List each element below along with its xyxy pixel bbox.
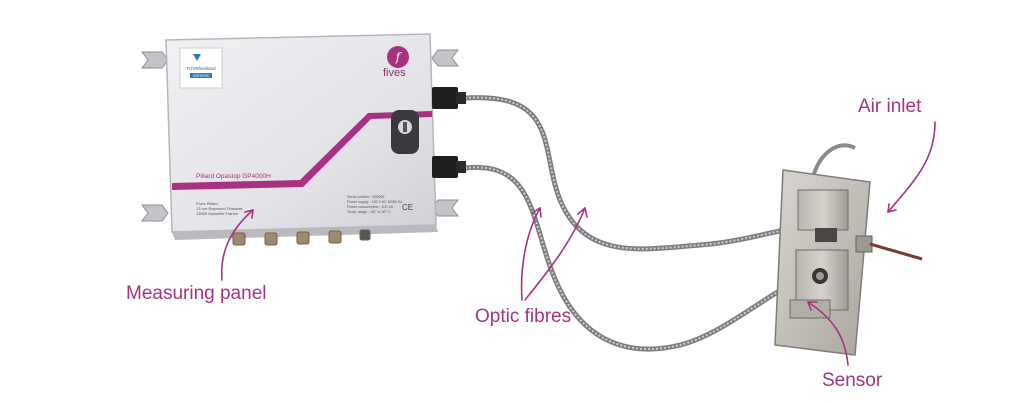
ce-mark: CE xyxy=(402,203,413,212)
air-inlet-pipe xyxy=(869,242,923,261)
cable-glands xyxy=(232,229,371,246)
tuv-label: TÜVRheinland xyxy=(186,65,216,71)
fibre-cable-lower xyxy=(462,164,798,352)
air-inlet-label: Air inlet xyxy=(858,96,922,117)
svg-text:f: f xyxy=(395,50,403,64)
air-inlet-arrow xyxy=(887,121,936,213)
measuring-panel-label: Measuring panel xyxy=(126,283,267,304)
fibre-connectors xyxy=(432,87,466,178)
key-switch xyxy=(391,110,419,154)
sensor-arrow xyxy=(807,301,849,366)
product-name: Pillard Opastop GP4000H xyxy=(196,173,271,180)
spec-plate: Serial number : 000000 Power supply : 23… xyxy=(347,195,403,214)
air-hose xyxy=(810,143,856,181)
sensor-unit xyxy=(774,169,923,356)
tuv-certified-logo xyxy=(193,54,201,61)
fives-brand-text: fives xyxy=(383,67,406,79)
optic-fibres-arrow-left xyxy=(520,207,541,301)
manufacturer-address: Fives Pillard 13 rue Raymond Teisseire 1… xyxy=(196,201,244,216)
optic-fibre-cables xyxy=(462,95,856,352)
annotation-arrows xyxy=(220,121,936,366)
sensor-label: Sensor xyxy=(822,370,883,391)
measuring-panel-arrow xyxy=(220,209,254,281)
fives-logo-icon xyxy=(387,46,409,68)
optic-fibres-arrow-right xyxy=(524,207,586,301)
certified-label: CERTIFIED xyxy=(193,74,210,78)
fibre-cable-upper xyxy=(462,95,798,252)
measuring-panel-enclosure: TÜVRheinland CERTIFIED f fives Pillard O… xyxy=(141,33,466,246)
mounting-brackets xyxy=(141,49,459,222)
optic-fibres-label: Optic fibres xyxy=(475,306,572,327)
